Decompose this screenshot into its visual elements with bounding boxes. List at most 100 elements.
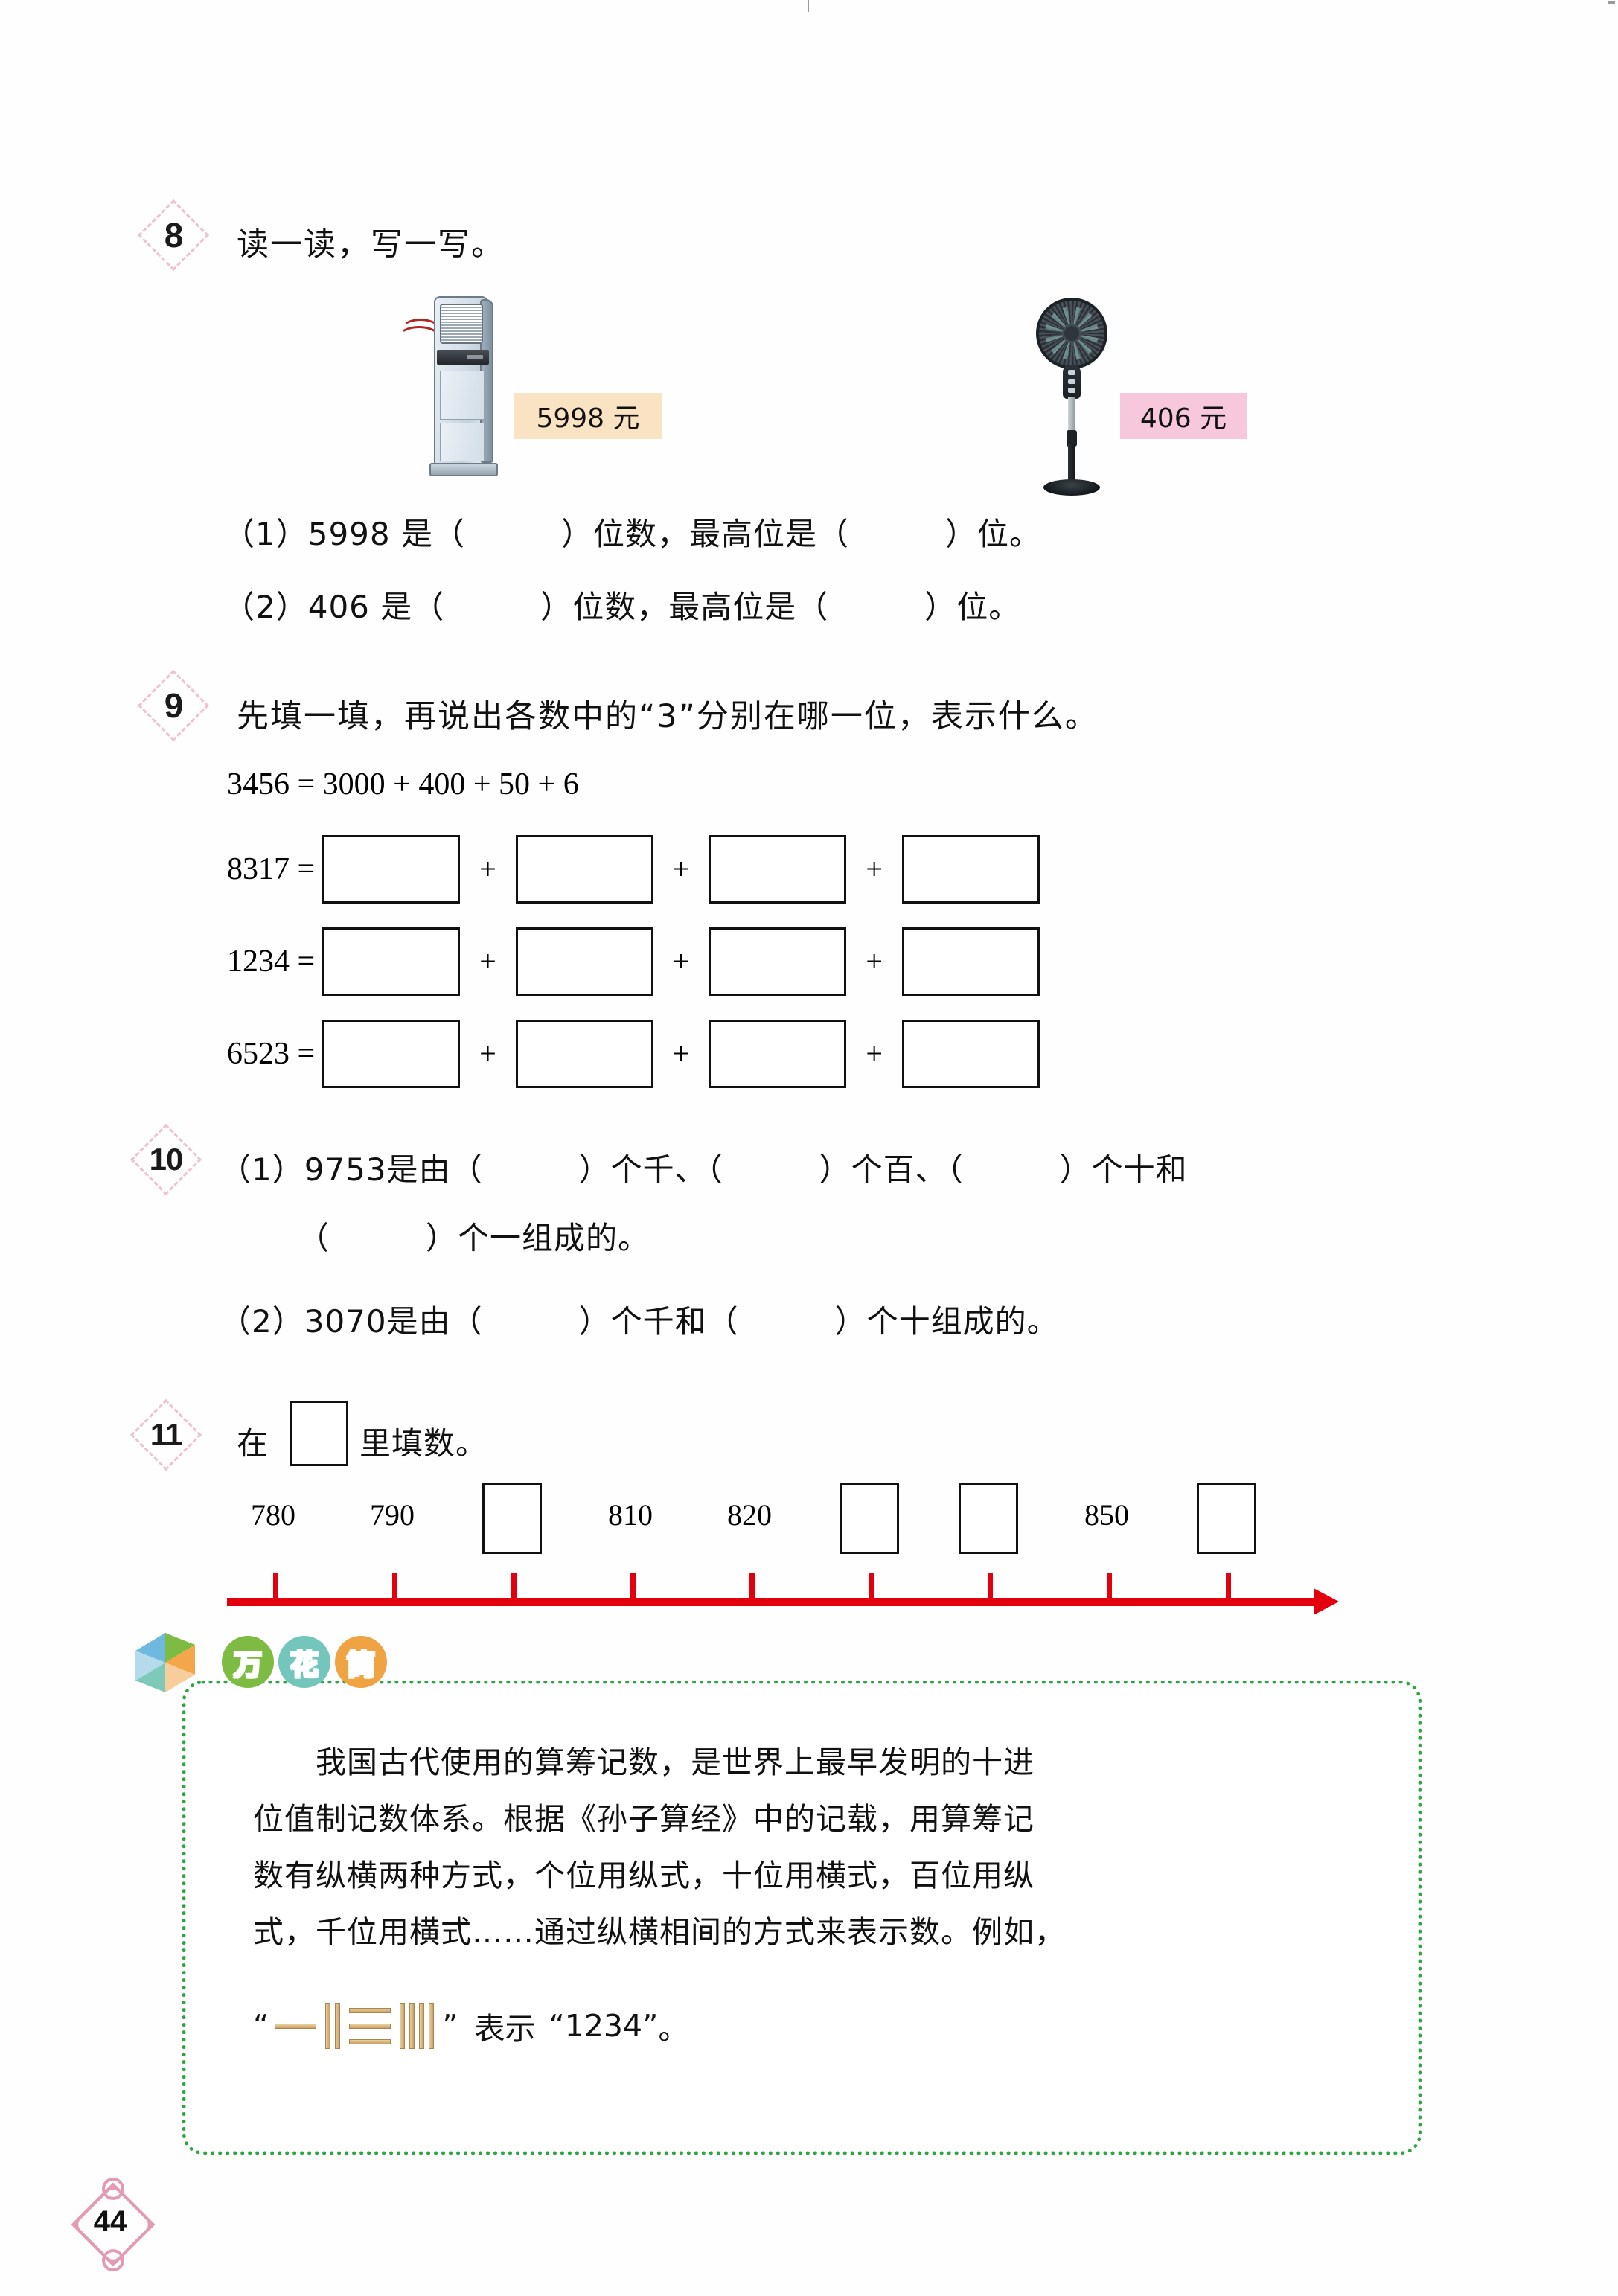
question-number-10: 10 (129, 1123, 202, 1196)
fan-cage (1036, 298, 1107, 369)
inline-answer-box[interactable] (290, 1401, 348, 1466)
air-conditioner-illustration (398, 292, 510, 482)
close-quote: ” (442, 2008, 458, 2044)
plus-sign: + (866, 944, 883, 978)
number-line: 780 790 810 820 850 (227, 1481, 1366, 1615)
pinwheel-svg (135, 1633, 195, 1692)
number-line-axis (227, 1598, 1321, 1606)
question-11-prompt-before: 在 (237, 1425, 269, 1462)
answer-box[interactable] (901, 835, 1040, 904)
number-line-answer-box[interactable] (959, 1483, 1018, 1554)
final-line-value: “1234” (549, 2008, 659, 2044)
number-line-label-790: 790 (370, 1498, 415, 1532)
question-8-prompt: 读一读，写一写。 (237, 226, 505, 263)
final-line-period: 。 (658, 2011, 689, 2047)
number-line-label-850: 850 (1084, 1498, 1129, 1532)
fan-pole-lower (1068, 444, 1075, 485)
crop-mark-top-right (1608, 1, 1615, 4)
kaleidoscope-badge-hua: 花 (278, 1636, 330, 1688)
row-lead-label: 8317 = (227, 852, 316, 886)
plus-sign: + (479, 1037, 496, 1070)
paragraph-line: 我国古代使用的算筹记数，是世界上最早发明的十进 (316, 1745, 1035, 1780)
paragraph-line: 式，千位用横式……通过纵横相间的方式来表示数。例如， (253, 1914, 1066, 1950)
question-number-label: 9 (164, 686, 184, 725)
kaleidoscope-panel (182, 1681, 1422, 2155)
ac-base (429, 463, 498, 476)
fan-button (1068, 370, 1075, 375)
rod-horizontal (349, 2007, 391, 2013)
ac-front-door-lower (440, 423, 485, 461)
number-line-answer-box[interactable] (482, 1483, 542, 1554)
answer-box[interactable] (709, 927, 847, 996)
badge-char: 花 (290, 1648, 319, 1682)
airflow-ribbon-icon (401, 319, 440, 339)
price-tag-electric-fan: 406 元 (1120, 393, 1247, 439)
fan-button (1068, 379, 1075, 384)
question-10-sub-1-line-2: （ ）个一组成的。 (298, 1220, 650, 1256)
plus-sign: + (672, 944, 690, 978)
rod-digit-3 (349, 2002, 391, 2050)
rod-horizontal (349, 2038, 391, 2044)
fan-pole-collar (1067, 430, 1077, 447)
plus-sign: + (479, 944, 496, 978)
page-number-ornament: 44 (69, 2181, 156, 2267)
pinwheel-logo-icon (131, 1628, 199, 1697)
row-lead-label: 6523 = (227, 1037, 316, 1071)
number-line-label-780: 780 (251, 1498, 295, 1532)
question-number-label: 8 (164, 216, 184, 255)
plus-sign: + (866, 1037, 883, 1070)
counting-rods-1234 (275, 2002, 436, 2050)
answer-box[interactable] (322, 927, 461, 996)
question-10-sub-2: （2）3070是由（ ）个千和（ ）个十组成的。 (220, 1303, 1059, 1340)
question-number-8: 8 (137, 199, 210, 272)
kaleidoscope-title: 万 花 筒 (222, 1636, 387, 1688)
answer-box[interactable] (515, 1020, 653, 1088)
number-line-label-820: 820 (727, 1498, 772, 1532)
rod-vertical (335, 2003, 341, 2049)
plus-sign: + (479, 852, 496, 886)
question-9-row-6523: 6523 = + + + (227, 1020, 1040, 1088)
number-line-tick (1107, 1573, 1112, 1598)
number-line-answer-box[interactable] (840, 1483, 899, 1554)
rod-vertical (325, 2003, 331, 2049)
answer-box[interactable] (515, 835, 653, 904)
answer-box[interactable] (515, 927, 653, 996)
question-9-row-1234: 1234 = + + + (227, 927, 1040, 996)
price-tag-air-conditioner: 5998 元 (514, 393, 662, 439)
question-8-sub-2: （2）406 是（ ）位数，最高位是（ ）位。 (223, 589, 1021, 625)
fan-control-neck (1063, 365, 1081, 399)
answer-box[interactable] (901, 927, 1040, 996)
number-line-answer-box[interactable] (1197, 1483, 1256, 1554)
fan-base (1043, 479, 1100, 496)
ac-front-door-upper (440, 371, 485, 420)
kaleidoscope-badge-tong: 筒 (335, 1636, 387, 1688)
crop-mark-top (808, 0, 809, 12)
row-lead-label: 1234 = (227, 944, 316, 979)
number-line-tick (869, 1573, 874, 1598)
number-line-tick (1226, 1573, 1231, 1598)
paragraph-line: 位值制记数体系。根据《孙子算经》中的记载，用算筹记 (253, 1801, 1035, 1837)
rod-vertical (419, 2003, 425, 2049)
number-line-tick (749, 1573, 755, 1598)
counting-rod-line: “ (253, 2002, 688, 2050)
answer-box[interactable] (322, 1020, 461, 1088)
answer-box[interactable] (709, 1020, 847, 1088)
rod-vertical (400, 2003, 406, 2049)
ac-display-panel (437, 350, 489, 365)
answer-box[interactable] (709, 835, 847, 904)
number-line-tick (392, 1573, 397, 1598)
number-line-tick (988, 1573, 993, 1598)
badge-char: 筒 (346, 1648, 376, 1682)
rod-vertical (409, 2003, 415, 2049)
question-9-prompt: 先填一填，再说出各数中的“3”分别在哪一位，表示什么。 (237, 698, 1099, 735)
rod-digit-4 (397, 2002, 436, 2050)
answer-box[interactable] (322, 835, 461, 904)
question-9-row-8317: 8317 = + + + (227, 835, 1040, 904)
electric-fan-illustration (1027, 296, 1116, 499)
fan-blades (1045, 307, 1099, 360)
page-number: 44 (93, 2204, 127, 2238)
answer-box[interactable] (901, 1020, 1040, 1088)
rod-horizontal-stack (349, 2007, 391, 2044)
number-line-arrow-icon (1314, 1588, 1339, 1615)
